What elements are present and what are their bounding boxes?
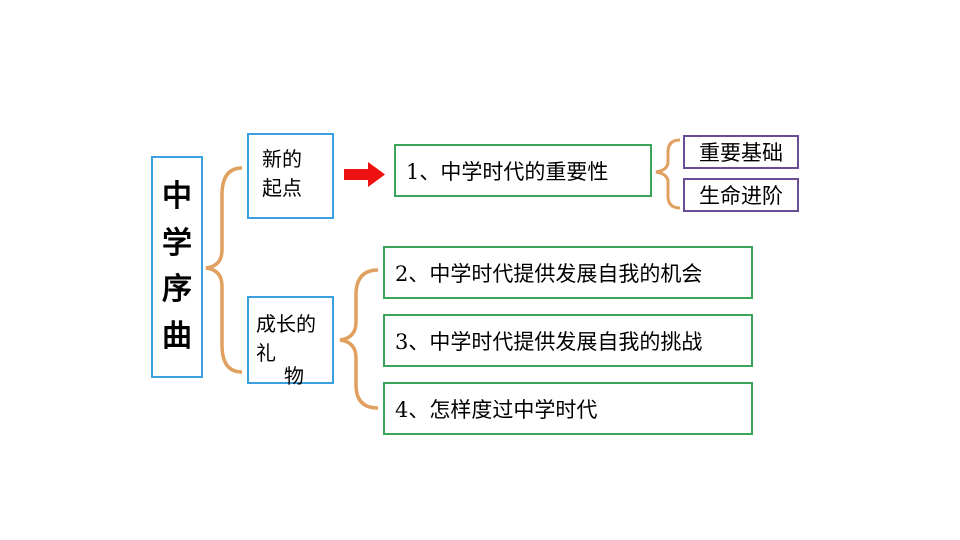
branch-node-first: 新的 起点 [247,133,334,219]
subtopic-label: 生命进阶 [699,184,783,208]
root-brace [205,166,243,374]
root-char: 序 [162,272,192,307]
root-char: 学 [162,225,192,261]
topic-node-1: 1、中学时代的重要性 [394,144,652,197]
branch-node-second: 成长的 礼 物 [247,296,334,388]
subtopic-node-2: 生命进阶 [683,178,799,212]
topic-brace [655,138,681,210]
topic-label: 1、中学时代的重要性 [406,159,609,184]
arrow-right-icon [344,162,385,187]
topic-label: 4、怎样度过中学时代 [395,397,598,422]
topic-node-4: 4、怎样度过中学时代 [383,382,753,435]
branch-brace [339,268,379,410]
subtopic-label: 重要基础 [699,141,783,165]
branch-label: 物 [284,364,304,388]
subtopic-node-1: 重要基础 [683,135,799,169]
root-char: 中 [162,179,192,214]
root-char: 曲 [162,318,192,354]
topic-label: 2、中学时代提供发展自我的机会 [395,261,703,286]
branch-label: 新的 [262,147,302,171]
root-node: 中 学 序 曲 [151,156,203,378]
topic-node-2: 2、中学时代提供发展自我的机会 [383,246,753,299]
branch-label: 礼 [256,341,276,365]
topic-label: 3、中学时代提供发展自我的挑战 [395,329,703,354]
branch-label: 成长的 [256,312,316,336]
topic-node-3: 3、中学时代提供发展自我的挑战 [383,314,753,367]
branch-label: 起点 [262,176,302,200]
